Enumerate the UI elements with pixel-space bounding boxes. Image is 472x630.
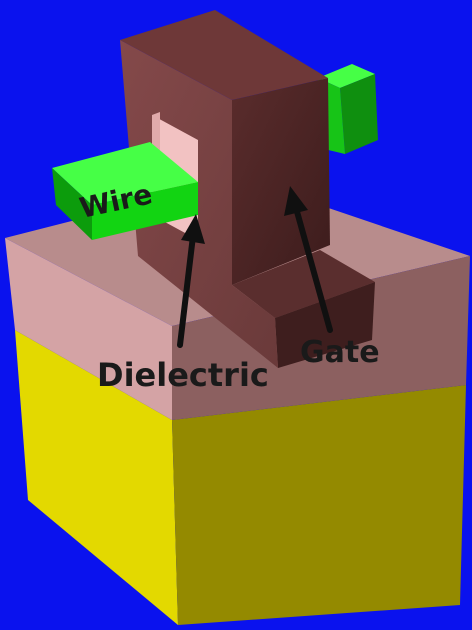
wire-back-top — [318, 64, 375, 88]
gate-top-face — [120, 10, 328, 100]
arrows — [177, 186, 333, 348]
substrate-side-face — [172, 385, 466, 625]
oxide-front-face — [5, 238, 172, 420]
dielectric-arrow-head — [181, 214, 205, 244]
gate-foot-side — [275, 282, 375, 368]
dielectric-arrow-line — [177, 233, 196, 348]
gate-arrow-line — [293, 205, 333, 333]
label-gate: Gate — [300, 335, 380, 370]
substrate-front-face — [15, 330, 178, 625]
wire-front-side — [92, 182, 198, 240]
wire-front-top — [52, 142, 198, 205]
gate-foot-top — [232, 250, 375, 318]
gate-arrow-head — [284, 186, 308, 216]
label-dielectric: Dielectric — [97, 356, 269, 394]
wire-back-side — [340, 74, 378, 154]
wire-front-end — [52, 168, 92, 240]
